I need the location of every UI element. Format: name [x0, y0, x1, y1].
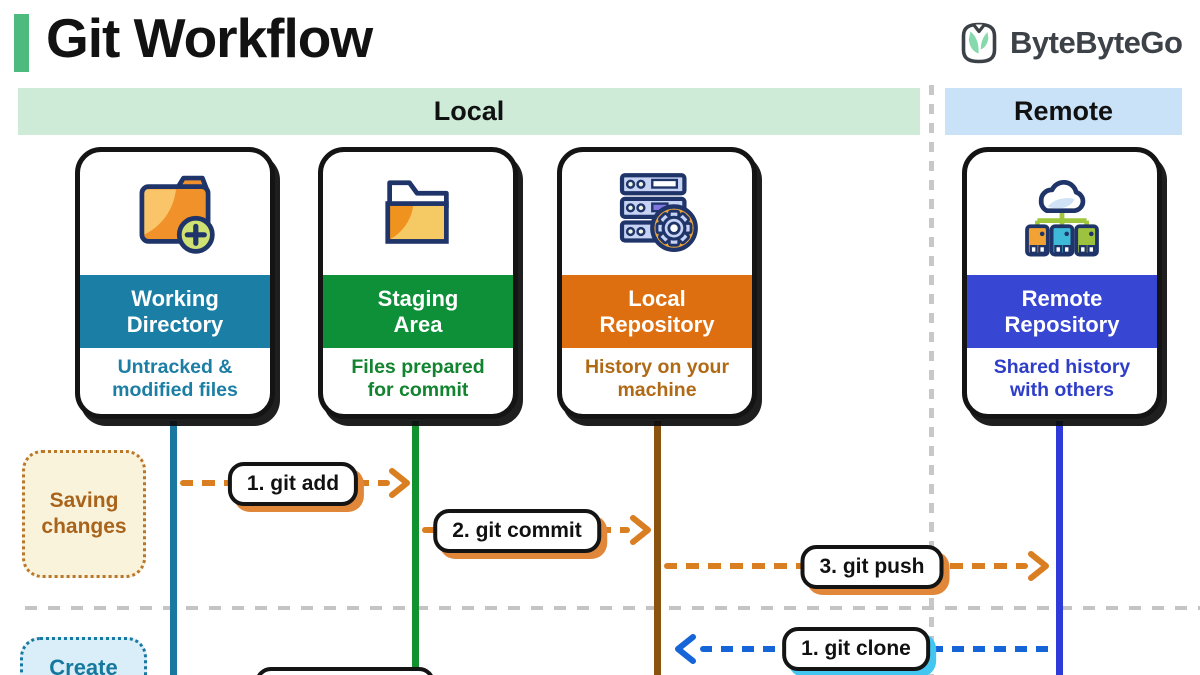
section-divider — [25, 606, 1200, 610]
working-directory-card: Working Directory Untracked & modified f… — [75, 147, 275, 419]
server-gear-icon — [562, 152, 752, 275]
git-add-pill: 1. git add — [227, 462, 359, 506]
local-repository-card: Local Repository History on your machine — [557, 147, 757, 419]
card-subtitle: Files prepared for commit — [351, 355, 485, 401]
card-title: Working Directory — [80, 275, 270, 348]
git-commit-arrowhead-icon — [630, 515, 651, 545]
local-section-label: Local — [433, 96, 505, 126]
git-clone-arrowhead-icon — [675, 634, 696, 664]
card-subtitle: History on your machine — [584, 355, 730, 401]
git-add-arrowhead-icon — [389, 468, 410, 498]
cloud-devices-icon — [967, 152, 1157, 275]
remote-repository-lifeline — [1056, 421, 1063, 675]
git-commit-pill: 2. git commit — [433, 509, 601, 553]
remote-repository-card: Remote Repository Shared history with ot… — [962, 147, 1162, 419]
staging-area-lifeline — [412, 421, 419, 675]
partial-bottom-pill — [255, 667, 435, 675]
git-push-pill: 3. git push — [800, 545, 944, 589]
card-title: Remote Repository — [967, 275, 1157, 348]
local-section-band: Local — [18, 88, 920, 135]
remote-section-band: Remote — [945, 88, 1182, 135]
card-subtitle: Shared history with others — [993, 355, 1131, 401]
git-push-arrowhead-icon — [1028, 551, 1049, 581]
local-remote-divider — [929, 85, 934, 675]
card-title: Local Repository — [562, 275, 752, 348]
staging-area-card: Staging Area Files prepared for commit — [318, 147, 518, 419]
card-title: Staging Area — [323, 275, 513, 348]
title-accent-bar — [14, 14, 29, 72]
create-label: Create — [20, 637, 147, 675]
card-subtitle: Untracked & modified files — [112, 355, 238, 401]
git-clone-pill: 1. git clone — [782, 627, 930, 671]
open-folder-icon — [323, 152, 513, 275]
page-title: Git Workflow — [46, 7, 373, 69]
saving-changes-label: Saving changes — [22, 450, 146, 578]
remote-section-label: Remote — [1013, 96, 1114, 126]
working-directory-lifeline — [170, 421, 177, 675]
folder-add-icon — [80, 152, 270, 275]
local-repository-lifeline — [654, 421, 661, 675]
brand-name: ByteByteGo — [1010, 25, 1183, 60]
brand-logo: ByteByteGo — [956, 20, 1183, 66]
bytebytego-icon — [961, 22, 997, 64]
